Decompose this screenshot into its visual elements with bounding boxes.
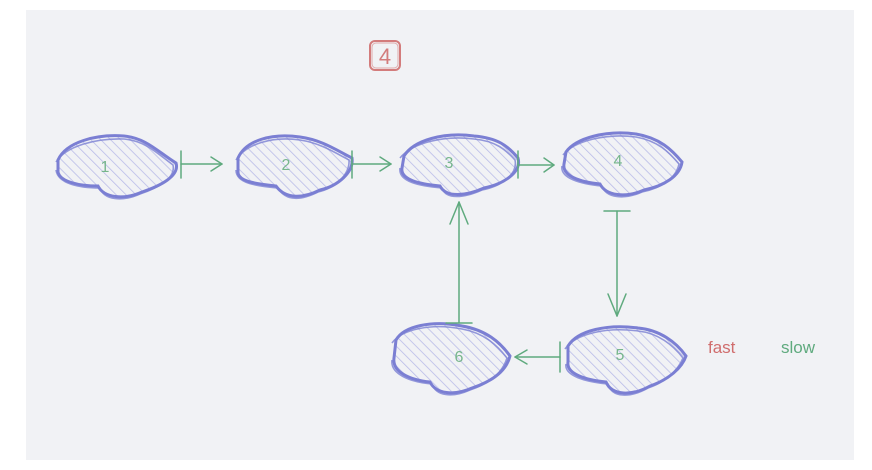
node-2: 2	[235, 134, 354, 200]
arrow-5-to-6	[514, 341, 561, 373]
step-badge-label: 4	[379, 44, 391, 69]
node-2-label: 2	[282, 157, 291, 174]
legend-slow-label: slow	[781, 338, 816, 357]
node-3: 3	[399, 133, 521, 198]
node-3-label: 3	[445, 155, 454, 172]
node-5-label: 5	[616, 347, 625, 364]
arrow-4-to-5	[603, 210, 631, 317]
node-4-label: 4	[614, 153, 623, 170]
legend-fast-label: fast	[708, 338, 736, 357]
arrow-1-to-2	[180, 150, 223, 179]
arrow-6-to-3	[445, 201, 473, 324]
step-badge: 4	[369, 40, 401, 71]
node-6-label: 6	[455, 349, 464, 366]
arrow-2-to-3	[351, 150, 392, 179]
arrow-3-to-4	[517, 150, 555, 179]
node-1-label: 1	[101, 159, 110, 176]
node-5: 5	[564, 325, 688, 396]
node-1: 1	[55, 134, 178, 200]
node-6: 6	[391, 322, 512, 396]
node-4: 4	[561, 131, 684, 198]
